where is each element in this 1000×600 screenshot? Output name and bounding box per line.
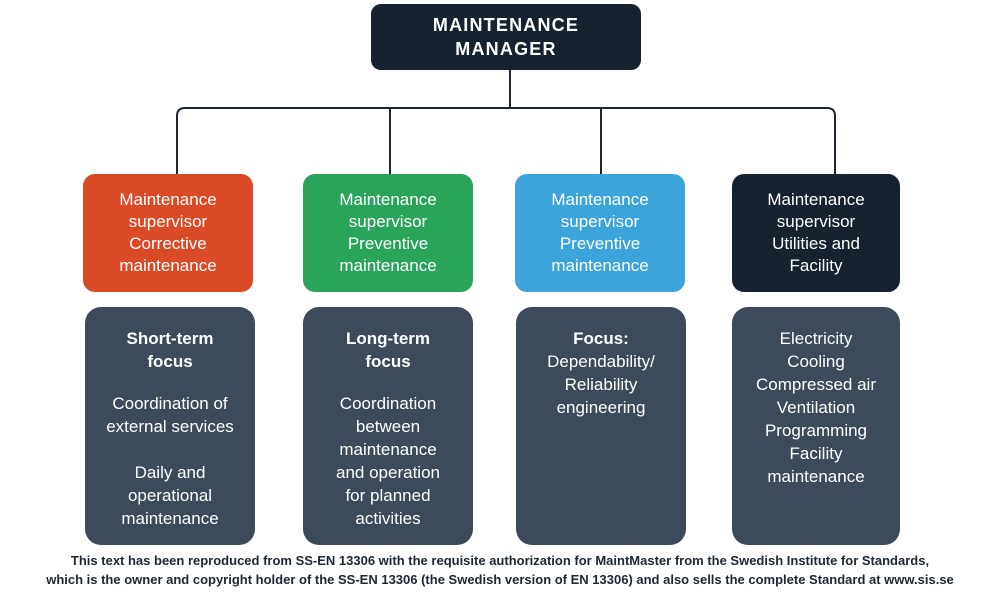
detail-heading-focus: Focus: — [573, 329, 629, 348]
detail-body-short-term: Coordination of external services Daily … — [106, 394, 234, 528]
attribution-text: This text has been reproduced from SS-EN… — [0, 551, 1000, 589]
detail-heading-short-term: Short-term focus — [126, 329, 214, 371]
detail-box-long-term-focus: Long-term focus Coordination between mai… — [303, 307, 473, 545]
maintenance-manager-box: MAINTENANCE MANAGER — [371, 4, 641, 70]
detail-box-short-term-focus: Short-term focus Coordination of externa… — [85, 307, 255, 545]
supervisor-box-preventive-1: Maintenance supervisor Preventive mainte… — [303, 174, 473, 292]
detail-box-reliability-focus: Focus: Dependability/ Reliability engine… — [516, 307, 686, 545]
attribution-line-2: which is the owner and copyright holder … — [46, 572, 954, 587]
connector-lines — [176, 70, 836, 174]
detail-body-reliability: Dependability/ Reliability engineering — [547, 352, 655, 417]
supervisor-box-utilities-facility: Maintenance supervisor Utilities and Fac… — [732, 174, 900, 292]
detail-body-long-term: Coordination between maintenance and ope… — [336, 394, 440, 528]
supervisor-box-preventive-2: Maintenance supervisor Preventive mainte… — [515, 174, 685, 292]
detail-heading-long-term: Long-term focus — [345, 329, 431, 371]
detail-box-utilities-list: Electricity Cooling Compressed air Venti… — [732, 307, 900, 545]
detail-body-utilities: Electricity Cooling Compressed air Venti… — [756, 329, 876, 486]
trunk-line — [176, 107, 836, 174]
attribution-line-1: This text has been reproduced from SS-EN… — [70, 553, 930, 568]
supervisor-box-corrective: Maintenance supervisor Corrective mainte… — [83, 174, 253, 292]
